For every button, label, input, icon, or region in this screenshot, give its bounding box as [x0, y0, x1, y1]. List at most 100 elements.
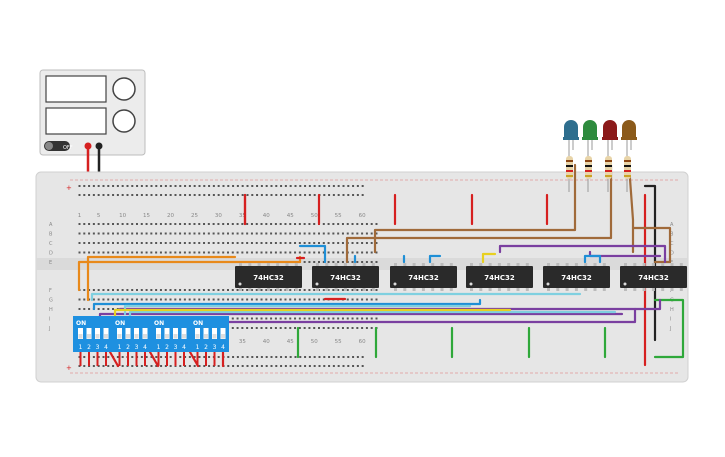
breadboard-hole[interactable]	[217, 298, 220, 301]
breadboard-hole[interactable]	[188, 223, 191, 225]
breadboard-hole[interactable]	[298, 242, 301, 244]
breadboard-hole[interactable]	[121, 251, 124, 254]
breadboard-hole[interactable]	[346, 317, 349, 320]
breadboard-hole[interactable]	[265, 242, 268, 244]
breadboard-hole[interactable]	[188, 289, 191, 291]
breadboard-hole[interactable]	[92, 223, 95, 225]
rail-hole[interactable]	[131, 194, 134, 196]
rail-hole[interactable]	[313, 365, 316, 367]
breadboard-hole[interactable]	[140, 251, 143, 254]
ic-chip-74hc32[interactable]: 74HC32	[235, 263, 302, 291]
breadboard-hole[interactable]	[102, 308, 105, 310]
rail-hole[interactable]	[160, 365, 163, 367]
breadboard-hole[interactable]	[351, 232, 354, 235]
rail-hole[interactable]	[155, 185, 158, 187]
breadboard-hole[interactable]	[246, 327, 249, 329]
rail-hole[interactable]	[78, 185, 81, 187]
rail-hole[interactable]	[251, 185, 254, 187]
dip-toggle[interactable]	[173, 328, 178, 339]
rail-hole[interactable]	[184, 194, 187, 196]
breadboard-hole[interactable]	[332, 232, 335, 235]
rail-hole[interactable]	[145, 365, 148, 367]
rail-hole[interactable]	[352, 185, 355, 187]
breadboard-hole[interactable]	[88, 223, 91, 225]
rail-hole[interactable]	[198, 356, 201, 358]
rail-hole[interactable]	[241, 194, 244, 196]
rail-hole[interactable]	[256, 194, 259, 196]
breadboard-hole[interactable]	[188, 251, 191, 254]
rail-hole[interactable]	[318, 356, 321, 358]
rail-hole[interactable]	[208, 365, 211, 367]
rail-hole[interactable]	[256, 365, 259, 367]
led-wire-brown[interactable]	[373, 163, 577, 254]
breadboard-hole[interactable]	[236, 251, 239, 254]
breadboard-hole[interactable]	[327, 223, 330, 225]
breadboard-hole[interactable]	[313, 298, 316, 301]
breadboard-hole[interactable]	[365, 223, 368, 225]
breadboard-hole[interactable]	[265, 223, 268, 225]
breadboard-hole[interactable]	[241, 289, 244, 291]
rail-hole[interactable]	[179, 365, 182, 367]
breadboard-hole[interactable]	[83, 232, 86, 235]
rail-hole[interactable]	[356, 194, 359, 196]
breadboard-hole[interactable]	[131, 251, 134, 254]
breadboard-hole[interactable]	[126, 232, 129, 235]
breadboard-hole[interactable]	[121, 242, 124, 244]
breadboard-hole[interactable]	[284, 298, 287, 301]
rail-hole[interactable]	[121, 194, 124, 196]
breadboard-hole[interactable]	[361, 317, 364, 320]
rail-hole[interactable]	[332, 365, 335, 367]
breadboard-hole[interactable]	[231, 289, 234, 291]
breadboard-hole[interactable]	[337, 232, 340, 235]
rail-hole[interactable]	[112, 194, 115, 196]
breadboard-hole[interactable]	[212, 289, 215, 291]
rail-hole[interactable]	[361, 365, 364, 367]
breadboard-hole[interactable]	[231, 317, 234, 320]
breadboard-hole[interactable]	[284, 232, 287, 235]
rail-hole[interactable]	[203, 194, 206, 196]
breadboard-hole[interactable]	[265, 251, 268, 254]
breadboard-hole[interactable]	[241, 223, 244, 225]
rail-hole[interactable]	[246, 356, 249, 358]
rail-hole[interactable]	[337, 365, 340, 367]
rail-hole[interactable]	[236, 194, 239, 196]
breadboard-hole[interactable]	[183, 232, 186, 235]
breadboard-hole[interactable]	[375, 261, 378, 263]
signal-wire-orange[interactable]	[77, 255, 302, 292]
breadboard-hole[interactable]	[303, 327, 306, 329]
current-knob[interactable]	[112, 109, 136, 133]
breadboard-hole[interactable]	[322, 327, 325, 329]
breadboard-hole[interactable]	[226, 223, 229, 225]
breadboard-hole[interactable]	[351, 251, 354, 254]
rail-hole[interactable]	[299, 365, 302, 367]
signal-wire-blue[interactable]	[428, 254, 442, 264]
breadboard-hole[interactable]	[322, 317, 325, 320]
breadboard-hole[interactable]	[303, 223, 306, 225]
rail-hole[interactable]	[145, 185, 148, 187]
breadboard-hole[interactable]	[298, 251, 301, 254]
breadboard-hole[interactable]	[236, 242, 239, 244]
breadboard-hole[interactable]	[179, 298, 182, 301]
breadboard-hole[interactable]	[226, 289, 229, 291]
rail-hole[interactable]	[145, 356, 148, 358]
rail-hole[interactable]	[342, 194, 345, 196]
breadboard-hole[interactable]	[246, 317, 249, 320]
breadboard-hole[interactable]	[341, 232, 344, 235]
breadboard-hole[interactable]	[351, 289, 354, 291]
breadboard-hole[interactable]	[294, 242, 297, 244]
rail-hole[interactable]	[174, 194, 177, 196]
breadboard-hole[interactable]	[107, 289, 110, 291]
breadboard-hole[interactable]	[341, 251, 344, 254]
breadboard-hole[interactable]	[150, 242, 153, 244]
breadboard-hole[interactable]	[78, 251, 81, 254]
breadboard-hole[interactable]	[361, 327, 364, 329]
rail-hole[interactable]	[342, 356, 345, 358]
rail-hole[interactable]	[256, 185, 259, 187]
breadboard-hole[interactable]	[231, 223, 234, 225]
rail-hole[interactable]	[280, 356, 283, 358]
breadboard-hole[interactable]	[370, 223, 373, 225]
rail-hole[interactable]	[203, 185, 206, 187]
breadboard-hole[interactable]	[250, 298, 253, 301]
rail-hole[interactable]	[150, 194, 153, 196]
